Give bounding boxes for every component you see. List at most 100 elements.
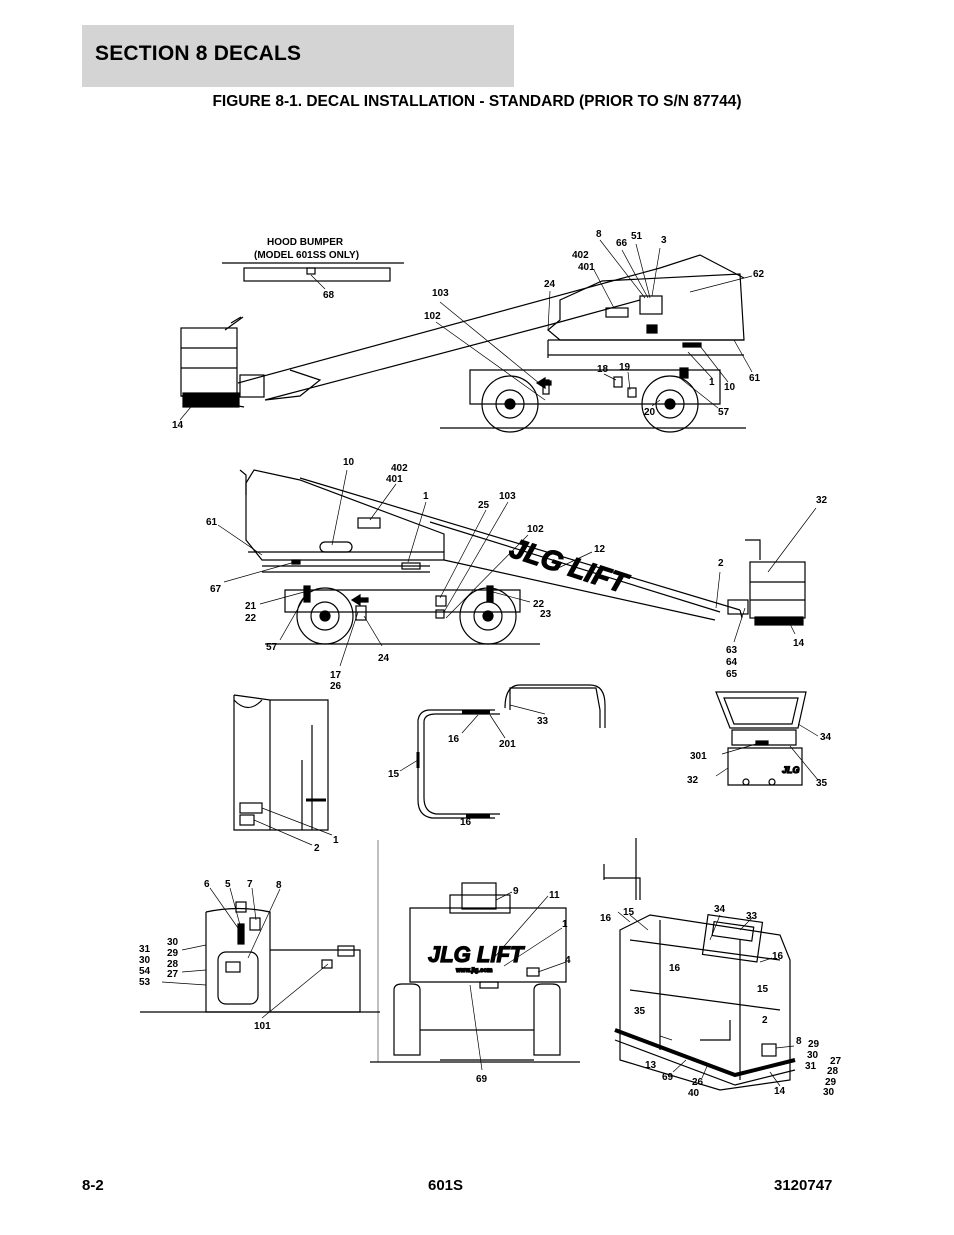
callout: 401 <box>386 474 403 485</box>
platform-view <box>603 838 796 1091</box>
callout: 30 <box>823 1087 835 1098</box>
svg-text:2: 2 <box>762 1015 768 1026</box>
svg-text:20: 20 <box>644 407 656 418</box>
rail-view <box>399 684 606 819</box>
callout: 2 <box>762 1015 768 1026</box>
svg-text:34: 34 <box>820 732 832 743</box>
svg-text:15: 15 <box>623 907 635 918</box>
callout: 19 <box>619 362 631 373</box>
ground-control-view <box>140 887 380 1019</box>
svg-text:57: 57 <box>718 407 730 418</box>
callout: 66 <box>616 238 628 249</box>
jlg-lift-boom-decal: JLG LIFT <box>506 532 634 600</box>
callout: 9 <box>513 886 519 897</box>
svg-text:(MODEL 601SS ONLY): (MODEL 601SS ONLY) <box>254 250 359 261</box>
svg-text:18: 18 <box>597 364 609 375</box>
svg-text:29: 29 <box>167 948 179 959</box>
callout: 64 <box>726 657 738 668</box>
svg-text:31: 31 <box>139 944 151 955</box>
svg-text:51: 51 <box>631 231 643 242</box>
callout: 401 <box>578 262 595 273</box>
svg-text:57: 57 <box>266 642 278 653</box>
svg-text:24: 24 <box>544 279 556 290</box>
callout: 26 <box>692 1077 704 1088</box>
svg-text:301: 301 <box>690 751 707 762</box>
section-title: SECTION 8 DECALS <box>95 42 302 65</box>
callout: 31 <box>805 1061 817 1072</box>
callout: 18 <box>597 364 609 375</box>
svg-text:29: 29 <box>825 1077 837 1088</box>
callout: 16 <box>460 817 472 828</box>
callout: 2 <box>314 843 320 854</box>
callout: 32 <box>687 775 699 786</box>
svg-text:30: 30 <box>139 955 151 966</box>
svg-text:JLG LIFT: JLG LIFT <box>506 532 634 600</box>
svg-text:33: 33 <box>746 911 758 922</box>
callout: 26 <box>330 681 342 692</box>
svg-text:JLG: JLG <box>782 765 800 775</box>
svg-text:61: 61 <box>749 373 761 384</box>
svg-text:1: 1 <box>562 919 568 930</box>
svg-text:3: 3 <box>661 235 667 246</box>
callout: 102 <box>527 524 544 535</box>
callout: 25 <box>478 500 490 511</box>
svg-text:14: 14 <box>774 1086 786 1097</box>
svg-text:402: 402 <box>572 250 589 261</box>
callout: 69 <box>476 1074 488 1085</box>
callout: 15 <box>623 907 635 918</box>
svg-text:35: 35 <box>634 1006 646 1017</box>
callout: 301 <box>690 751 707 762</box>
svg-text:1: 1 <box>423 491 429 502</box>
svg-text:9: 9 <box>513 886 519 897</box>
callout: 14 <box>774 1086 786 1097</box>
svg-text:19: 19 <box>619 362 631 373</box>
callout: 2 <box>718 558 724 569</box>
svg-text:30: 30 <box>823 1087 835 1098</box>
svg-text:201: 201 <box>499 739 516 750</box>
callout: 54 <box>139 966 151 977</box>
callout: 5 <box>225 879 231 890</box>
svg-text:101: 101 <box>254 1021 271 1032</box>
callout: 15 <box>757 984 769 995</box>
callout: 24 <box>378 653 390 664</box>
callout: 40 <box>688 1088 700 1099</box>
svg-text:JLG LIFT: JLG LIFT <box>428 942 525 967</box>
svg-text:103: 103 <box>499 491 516 502</box>
svg-text:34: 34 <box>714 904 726 915</box>
svg-text:30: 30 <box>807 1050 819 1061</box>
callout: 32 <box>816 495 828 506</box>
callout: 6 <box>204 879 210 890</box>
hood-bumper-label-1: HOOD BUMPER <box>267 237 344 248</box>
boom-section-view <box>233 694 333 846</box>
callout: 24 <box>544 279 556 290</box>
callout: 10 <box>724 382 736 393</box>
svg-text:14: 14 <box>793 638 805 649</box>
callout: 51 <box>631 231 643 242</box>
callout: 1 <box>709 377 715 388</box>
svg-text:16: 16 <box>448 734 460 745</box>
control-console-view: JLG <box>715 691 819 786</box>
callout: 3 <box>661 235 667 246</box>
svg-text:32: 32 <box>687 775 699 786</box>
callout: 28 <box>167 959 179 970</box>
svg-text:54: 54 <box>139 966 151 977</box>
svg-text:102: 102 <box>527 524 544 535</box>
callout: 1 <box>562 919 568 930</box>
callout: 30 <box>139 955 151 966</box>
callout-labels: HOOD BUMPER (MODEL 601SS ONLY) 68 8 66 5… <box>139 229 842 1099</box>
svg-text:65: 65 <box>726 669 738 680</box>
callout: 63 <box>726 645 738 656</box>
svg-text:1: 1 <box>333 835 339 846</box>
svg-text:401: 401 <box>578 262 595 273</box>
svg-text:23: 23 <box>540 609 552 620</box>
callout: 103 <box>432 288 449 299</box>
callout: 8 <box>796 1036 802 1047</box>
svg-text:64: 64 <box>726 657 738 668</box>
callout: 15 <box>388 769 400 780</box>
svg-text:12: 12 <box>594 544 606 555</box>
callout: 33 <box>746 911 758 922</box>
callout: 53 <box>139 977 151 988</box>
jlg-console-decal: JLG <box>782 765 800 775</box>
figure-title: FIGURE 8-1. DECAL INSTALLATION - STANDAR… <box>212 93 742 110</box>
svg-text:40: 40 <box>688 1088 700 1099</box>
